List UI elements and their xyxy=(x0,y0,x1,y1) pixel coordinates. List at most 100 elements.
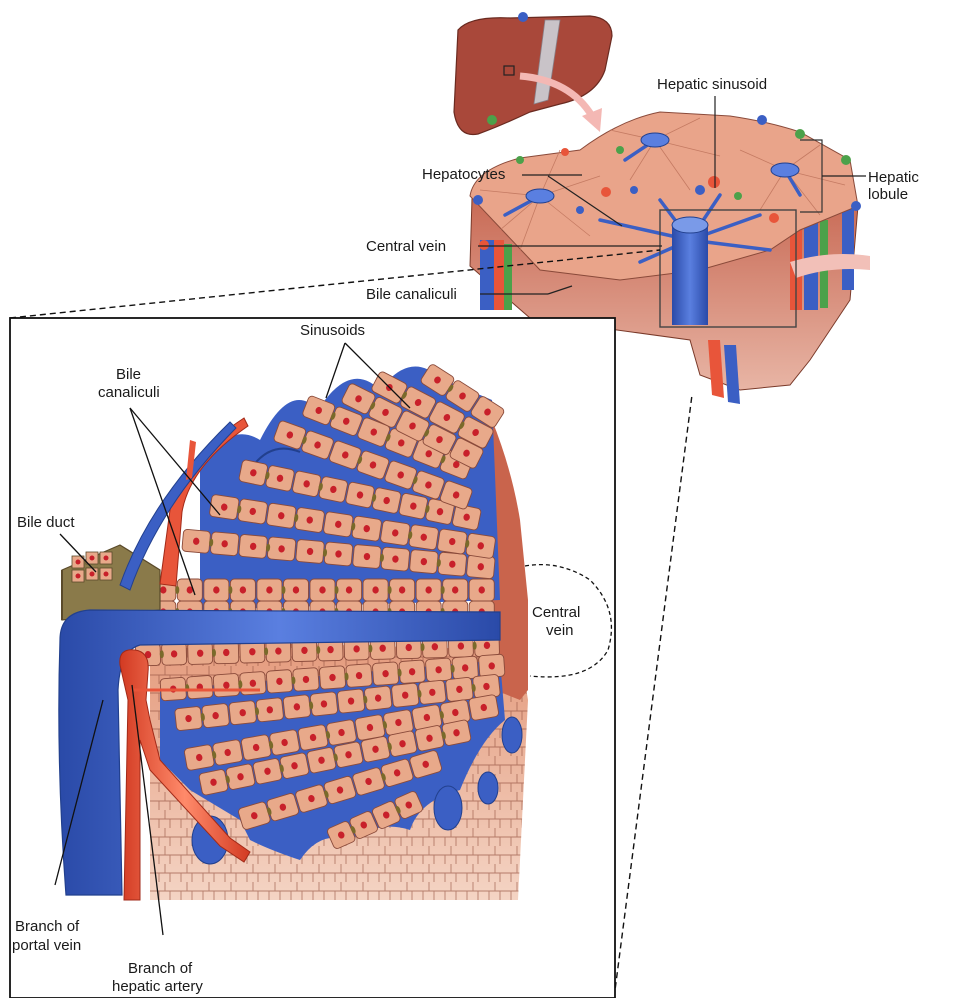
label-bile-duct: Bile duct xyxy=(17,514,75,531)
nucleus xyxy=(266,586,272,593)
hepatocyte-cell xyxy=(372,662,399,686)
hepatocyte-cell xyxy=(344,664,373,688)
hepatocyte-cell xyxy=(212,641,239,664)
hepatocyte-cell xyxy=(425,658,452,682)
hepatocyte-cell xyxy=(238,459,268,486)
label-portal-vein-line1: Branch of xyxy=(15,918,79,935)
hepatocyte-cell xyxy=(416,579,441,601)
hepatocyte-cell xyxy=(188,642,213,665)
nucleus xyxy=(452,586,458,593)
hepatocyte-cell xyxy=(324,719,357,746)
hepatocyte-cell xyxy=(175,579,202,601)
hepatocyte-cell xyxy=(200,703,230,728)
hepatocyte-cell xyxy=(210,739,243,766)
hepatocyte-cell xyxy=(184,744,215,770)
hepatocyte-cell xyxy=(307,747,337,774)
bile-canaliculus xyxy=(388,586,392,594)
nucleus xyxy=(425,586,431,593)
hepatocyte-cell xyxy=(415,725,445,752)
hepatocyte-cell xyxy=(337,689,365,714)
nucleus xyxy=(479,586,485,593)
hepatocyte-cell xyxy=(298,724,329,750)
hepatocyte-cell xyxy=(253,758,283,785)
nucleus xyxy=(399,586,405,593)
nucleus xyxy=(319,586,325,593)
hepatocyte-cell xyxy=(380,520,410,546)
hepatocyte-cell xyxy=(407,524,439,550)
hepatocyte-cell xyxy=(379,547,410,572)
hepatocyte-cell xyxy=(363,579,388,601)
hepatocyte-cell xyxy=(204,579,229,601)
hepatocyte-cell xyxy=(291,668,320,692)
hepatocyte-cell xyxy=(441,579,468,601)
hepatocyte-cell xyxy=(208,531,239,556)
label-hepatic-artery-line2: hepatic artery xyxy=(112,978,203,995)
nucleus xyxy=(240,586,246,593)
hepatocyte-cell xyxy=(292,470,322,497)
hepatocyte-cell xyxy=(281,579,308,601)
hepatocyte-cell xyxy=(437,529,467,555)
label-portal-vein-line2: portal vein xyxy=(12,937,81,954)
nucleus xyxy=(213,586,219,593)
hepatocyte-cell xyxy=(335,579,362,601)
hepatocyte-cell xyxy=(445,677,473,702)
label-central-vein-line2: vein xyxy=(546,622,574,639)
hepatocyte-cell xyxy=(293,507,325,533)
hepatocyte-cell xyxy=(229,700,257,725)
nucleus xyxy=(372,586,378,593)
label-central-vein-line1: Central xyxy=(532,604,580,621)
hepatocyte-cell xyxy=(397,660,426,684)
hepatocyte-cell xyxy=(308,692,338,717)
label-bile-canaliculi-line2: canaliculi xyxy=(98,384,160,401)
hepatocyte-cell xyxy=(175,706,203,731)
hepatocyte-cell xyxy=(322,542,353,567)
hepatocyte-cell xyxy=(228,579,255,601)
nucleus xyxy=(346,586,352,593)
hepatocyte-cell xyxy=(182,529,211,553)
hepatocyte-cell xyxy=(350,515,382,541)
nucleus xyxy=(293,586,299,593)
hepatocyte-cell xyxy=(238,671,267,695)
hepatocyte-cell xyxy=(310,579,335,601)
hepatocyte-cell xyxy=(213,673,240,697)
hepatocyte-cell xyxy=(345,482,375,509)
hepatocyte-cell xyxy=(323,511,353,537)
label-central-vein-top: Central vein xyxy=(366,238,446,255)
hepatocyte-cell xyxy=(436,552,467,577)
bile-canaliculus xyxy=(281,586,285,594)
hepatocyte-cell xyxy=(184,675,213,699)
hepatocyte-cell xyxy=(409,549,438,573)
label-bile-canaliculi-line1: Bile xyxy=(116,366,141,383)
hepatocyte-cell xyxy=(296,539,325,563)
hepatocyte-cell xyxy=(452,504,482,531)
bile-canaliculus xyxy=(228,586,232,594)
label-hepatic-artery-line1: Branch of xyxy=(128,960,192,977)
hepatocyte-cell xyxy=(160,643,187,666)
hepatocyte-cell xyxy=(469,579,494,601)
hepatocyte-cell xyxy=(470,674,500,699)
hepatocyte-cell xyxy=(257,579,282,601)
hepatocyte-cell xyxy=(388,579,415,601)
bile-canaliculus xyxy=(335,586,339,594)
hepatocyte-cell xyxy=(468,694,499,720)
hepatocyte-cell xyxy=(265,537,296,562)
hepatocyte-cell xyxy=(239,534,268,558)
hepatocyte-cell xyxy=(361,736,391,763)
hepatocyte-cell xyxy=(362,686,392,711)
label-hepatocytes: Hepatocytes xyxy=(422,166,505,183)
label-hepatic-sinusoid: Hepatic sinusoid xyxy=(657,76,767,93)
hepatocyte-cell xyxy=(398,493,428,520)
hepatocyte-cell xyxy=(266,503,296,529)
hepatocyte-cell xyxy=(199,769,229,796)
bile-canaliculus xyxy=(441,586,445,594)
label-hepatic-lobule-line1: Hepatic xyxy=(868,169,919,186)
hepatocyte-cell xyxy=(478,654,505,678)
hepatocyte-cell xyxy=(391,683,419,708)
bile-canaliculus xyxy=(175,586,179,594)
hepatocyte-cell xyxy=(254,697,284,722)
label-bile-canaliculi-top: Bile canaliculi xyxy=(366,286,457,303)
hepatocyte-cell xyxy=(236,498,268,524)
nucleus xyxy=(160,586,166,593)
hepatocyte-cell xyxy=(266,669,293,693)
